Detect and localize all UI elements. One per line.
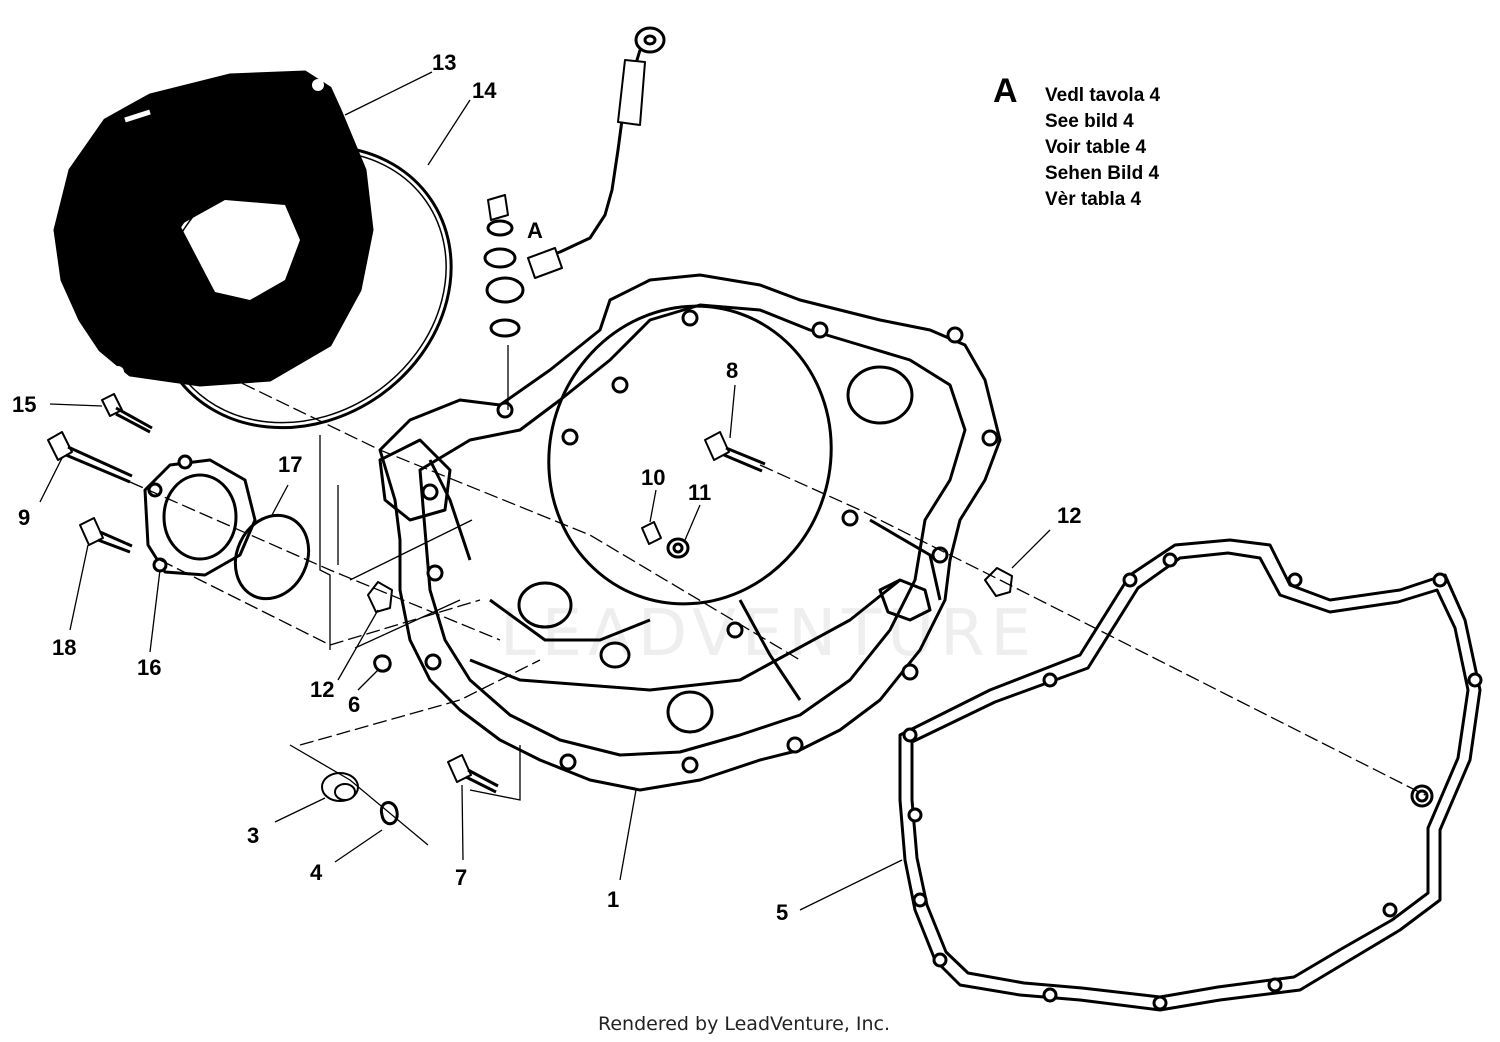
o-ring-17	[233, 513, 311, 601]
bushing-3	[321, 772, 359, 802]
bolt-7	[447, 754, 499, 794]
callout-15: 15	[12, 392, 36, 417]
callout-12-left: 12	[310, 677, 334, 702]
bolt-8	[704, 431, 766, 473]
bolt-9	[47, 431, 133, 484]
cover-plate-16	[143, 454, 257, 577]
reference-legend: A Vedl tavola 4 See bild 4 Voir table 4 …	[993, 72, 1161, 210]
callout-5: 5	[776, 900, 788, 925]
clip-4	[379, 801, 399, 826]
callout-labels: 1 3 4 5 6 7 8 9 10 11 12 12 13 14 15 16 …	[12, 50, 1081, 925]
callout-1: 1	[607, 887, 619, 912]
gasket-5	[898, 538, 1483, 1012]
dowel-12-left	[367, 581, 393, 613]
footer-credit: Rendered by LeadVenture, Inc.	[598, 1013, 890, 1035]
callout-11: 11	[688, 480, 711, 505]
assembly-lines	[129, 374, 1426, 796]
bolt-15	[101, 393, 153, 434]
o-ring-14	[153, 144, 453, 430]
legend-letter: A	[993, 72, 1018, 110]
callout-9: 9	[18, 505, 30, 530]
legend-line-en: See bild 4	[1045, 111, 1134, 132]
callout-17: 17	[278, 452, 302, 477]
callout-a-inline: A	[527, 218, 543, 243]
oil-line-fitting	[483, 26, 666, 410]
callout-14: 14	[472, 78, 497, 103]
dowel-12-right	[984, 567, 1013, 597]
callout-6: 6	[348, 692, 360, 717]
legend-line-it: Vedl tavola 4	[1045, 85, 1161, 106]
callout-16: 16	[137, 655, 161, 680]
callout-4: 4	[310, 860, 323, 885]
callout-7: 7	[455, 865, 467, 890]
bolt-18	[79, 517, 133, 554]
callout-18: 18	[52, 635, 76, 660]
legend-line-de: Sehen Bild 4	[1045, 163, 1159, 184]
washer-11	[666, 537, 690, 559]
flywheel-cover-13	[53, 70, 374, 387]
leader-lines	[39, 71, 1051, 911]
callout-13: 13	[432, 50, 456, 75]
callout-3: 3	[247, 823, 259, 848]
callout-10: 10	[641, 465, 665, 490]
legend-line-fr: Voir table 4	[1045, 137, 1146, 158]
crankcase-cover-1	[378, 273, 1002, 792]
watermark: LEADVENTURE	[500, 597, 1037, 671]
callout-12-right: 12	[1057, 503, 1081, 528]
clip-6	[373, 654, 392, 673]
callout-8: 8	[726, 358, 738, 383]
legend-line-es: Vèr tabla 4	[1045, 189, 1142, 210]
screw-10	[641, 521, 662, 545]
